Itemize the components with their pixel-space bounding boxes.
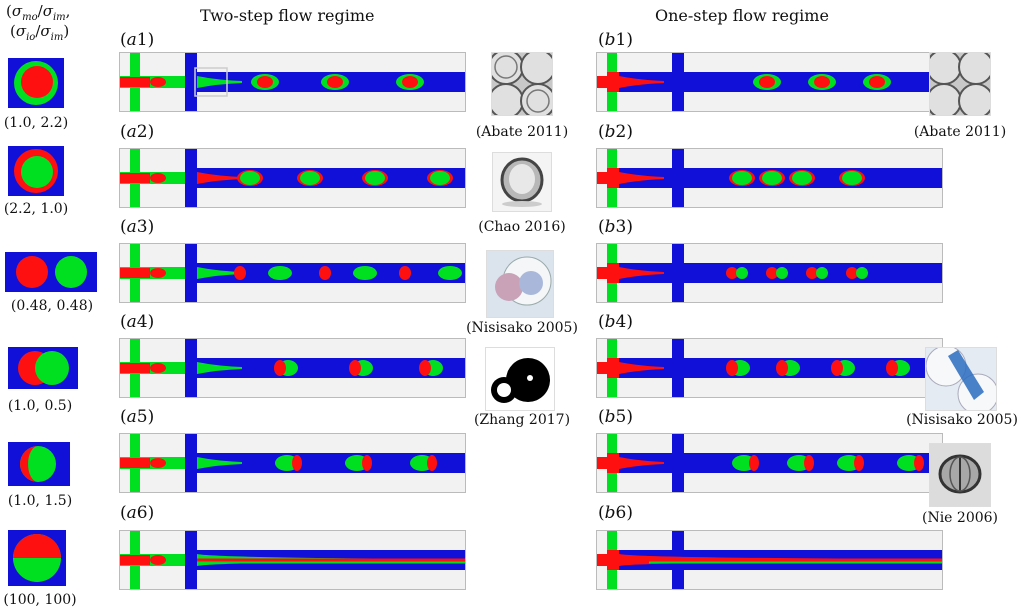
ref-a-1: (Abate 2011) bbox=[475, 124, 569, 140]
ref-b-2: (Nisisako 2005) bbox=[906, 412, 1018, 428]
panel-label-a4: (a4) bbox=[120, 312, 155, 332]
morphology-thumb-6 bbox=[8, 530, 66, 586]
panel-label-b4: (b4) bbox=[598, 312, 633, 332]
channel-a2 bbox=[119, 148, 466, 208]
ratio-label-6: (100, 100) bbox=[3, 592, 77, 608]
ref-b-3: (Nie 2006) bbox=[921, 510, 998, 526]
channel-b4 bbox=[596, 338, 943, 398]
panel-label-a1: (a1) bbox=[120, 30, 155, 50]
morphology-thumb-5 bbox=[8, 442, 70, 486]
panel-label-a6: (a6) bbox=[120, 503, 155, 523]
two-step-title: Two-step flow regime bbox=[200, 6, 375, 25]
morphology-thumb-3 bbox=[5, 252, 97, 292]
one-step-title: One-step flow regime bbox=[655, 6, 829, 25]
ref-a-4: (Zhang 2017) bbox=[473, 412, 571, 428]
channel-a5 bbox=[119, 433, 466, 493]
ratio-label-2: (2.2, 1.0) bbox=[3, 201, 69, 217]
photo-nisisako-b bbox=[925, 347, 997, 411]
ratio-header-line1: (σmo/σim, bbox=[6, 2, 71, 23]
panel-label-a2: (a2) bbox=[120, 122, 155, 142]
channel-b1 bbox=[596, 52, 943, 112]
panel-label-a3: (a3) bbox=[120, 217, 155, 237]
ref-a-3: (Nisisako 2005) bbox=[466, 320, 578, 336]
ratio-label-4: (1.0, 0.5) bbox=[7, 398, 73, 414]
morphology-thumb-4 bbox=[8, 347, 78, 389]
channel-b5 bbox=[596, 433, 943, 493]
channel-a1 bbox=[119, 52, 466, 112]
channel-a6 bbox=[119, 530, 466, 590]
photo-zhang bbox=[485, 347, 555, 411]
ref-a-2: (Chao 2016) bbox=[478, 219, 566, 235]
panel-label-b6: (b6) bbox=[598, 503, 633, 523]
photo-abate-b bbox=[929, 52, 991, 116]
ratio-label-5: (1.0, 1.5) bbox=[7, 493, 73, 509]
panel-label-b2: (b2) bbox=[598, 122, 633, 142]
ref-b-1: (Abate 2011) bbox=[913, 124, 1007, 140]
ratio-label-1: (1.0, 2.2) bbox=[3, 115, 69, 131]
channel-a4 bbox=[119, 338, 466, 398]
channel-b6 bbox=[596, 530, 943, 590]
panel-label-b5: (b5) bbox=[598, 407, 633, 427]
channel-a3 bbox=[119, 243, 466, 303]
photo-nie bbox=[929, 443, 991, 507]
morphology-thumb-1 bbox=[8, 58, 64, 108]
panel-label-b3: (b3) bbox=[598, 217, 633, 237]
panel-label-b1: (b1) bbox=[598, 30, 633, 50]
photo-chao bbox=[492, 152, 552, 212]
photo-abate-a bbox=[491, 52, 553, 116]
channel-b2 bbox=[596, 148, 943, 208]
morphology-thumb-2 bbox=[8, 146, 64, 196]
photo-nisisako-a bbox=[486, 250, 554, 318]
channel-b3 bbox=[596, 243, 943, 303]
panel-label-a5: (a5) bbox=[120, 407, 155, 427]
ratio-header-line2: (σio/σim) bbox=[10, 22, 70, 43]
ratio-label-3: (0.48, 0.48) bbox=[10, 298, 94, 314]
